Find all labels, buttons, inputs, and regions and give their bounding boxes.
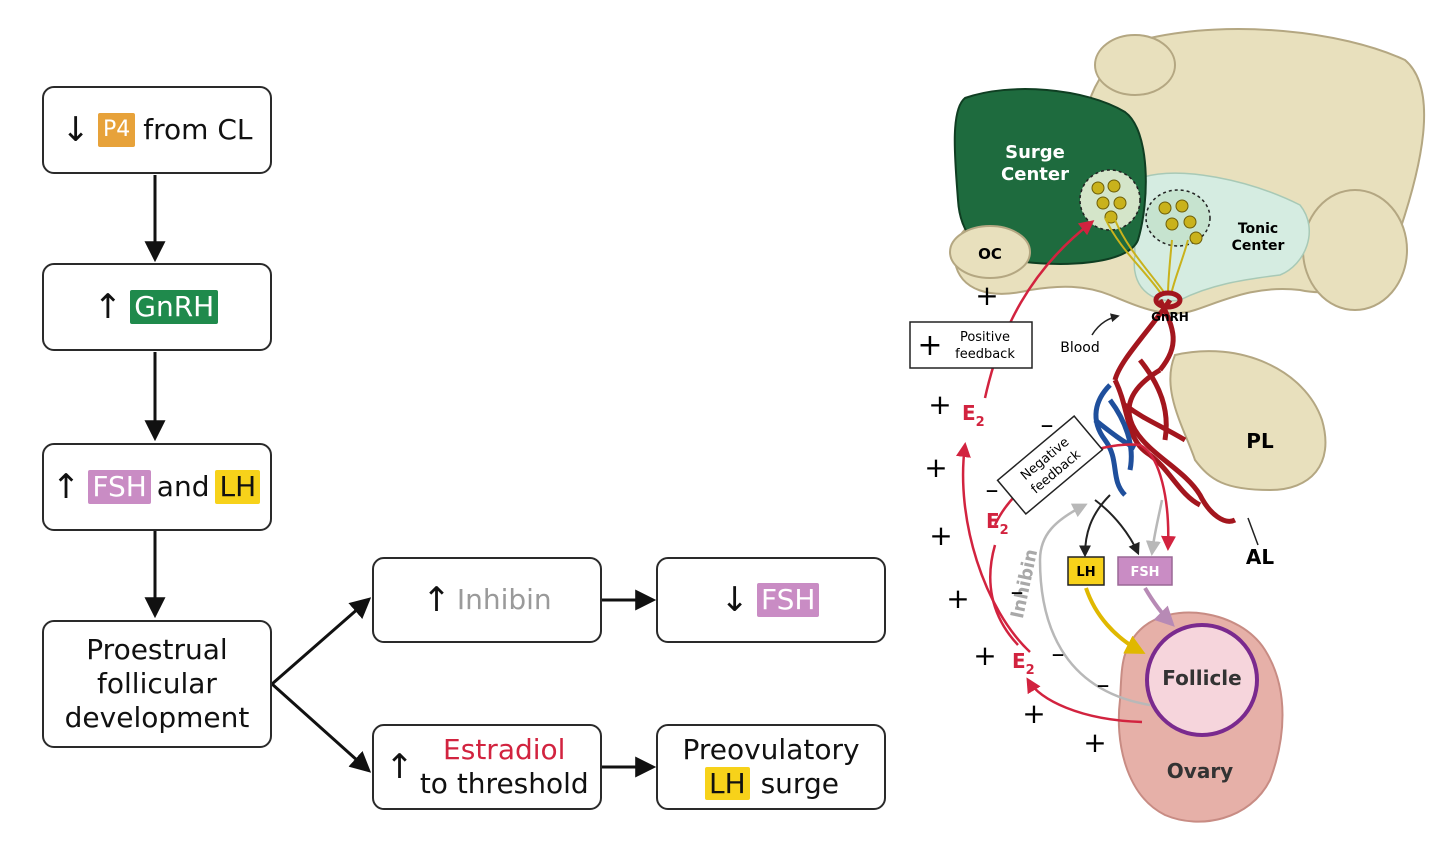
- follicle-shape: [1145, 623, 1259, 737]
- development-line-1: Proestrual: [86, 633, 228, 666]
- tonic-center-label-2: Center: [1232, 238, 1285, 254]
- blood-arrow: [1091, 313, 1120, 336]
- box-gnrh-rise: ↑ GnRH: [42, 263, 272, 351]
- pl-label: PL: [1246, 429, 1274, 453]
- plus-sign: +: [1022, 697, 1045, 730]
- ovary-label: Ovary: [1167, 759, 1233, 783]
- p4-tag: P4: [98, 113, 136, 147]
- posterior-lobe-shape: [1169, 350, 1327, 492]
- plus-sign: +: [946, 582, 969, 615]
- gnrh-tag: GnRH: [130, 290, 219, 324]
- e2-label-middle: E2: [986, 509, 1009, 538]
- oc-label: OC: [978, 245, 1002, 263]
- threshold-text: to threshold: [419, 767, 589, 800]
- up-arrow-icon: ↑: [385, 747, 414, 787]
- box-p4-text: from CL: [143, 113, 253, 146]
- box-fsh-decline: ↓ FSH: [656, 557, 886, 643]
- fsh-release-arrow-black: [1094, 499, 1140, 556]
- plus-sign: +: [1083, 726, 1106, 759]
- fsh-tag: FSH: [88, 470, 151, 504]
- arrow-development-to-inhibin: [271, 597, 372, 686]
- estradiol-text: Estradiol: [443, 733, 566, 766]
- fsh-to-follicle-arrow: [1143, 586, 1175, 627]
- fsh-release-arrow-gray: [1145, 499, 1164, 556]
- fsh-hormone-label: FSH: [1130, 565, 1159, 580]
- up-arrow-icon: ↑: [422, 580, 451, 620]
- down-arrow-icon: ↓: [720, 580, 750, 620]
- svg-text:E2: E2: [962, 401, 985, 430]
- positive-feedback-plus: +: [917, 328, 942, 363]
- fsh-hormone-box: [1117, 556, 1173, 586]
- surge-text: surge: [760, 767, 839, 800]
- optic-chiasm-shape: [949, 225, 1031, 279]
- portal-vessels-blue: [1093, 383, 1137, 497]
- positive-feedback-label-2: feedback: [955, 347, 1015, 362]
- minus-sign: –: [1011, 577, 1024, 607]
- plus-sign: +: [928, 388, 951, 421]
- e2-label-bottom: E2: [1012, 649, 1035, 678]
- e2-up-to-surge-arrow: [983, 220, 1095, 399]
- minus-sign: –: [1041, 410, 1054, 440]
- lh-tag: LH: [705, 767, 750, 800]
- al-pointer: [1247, 517, 1259, 546]
- lh-hormone-label: LH: [1076, 565, 1095, 580]
- svg-text:E2: E2: [1012, 649, 1035, 678]
- hypothalamus-lobe-right: [1302, 189, 1408, 311]
- positive-feedback-label-1: Positive: [960, 330, 1010, 345]
- minus-sign: –: [1097, 670, 1110, 700]
- down-arrow-icon: ↓: [61, 110, 91, 150]
- plus-sign: +: [929, 519, 952, 552]
- e2-to-surge-center-arrow: [955, 442, 1031, 653]
- minus-sign: –: [986, 475, 999, 505]
- lh-to-follicle-arrow: [1084, 587, 1146, 654]
- inhibin-arrow: [1038, 503, 1151, 707]
- box-estradiol-threshold: ↑ Estradiol to threshold: [372, 724, 602, 810]
- and-text: and: [156, 470, 210, 503]
- lh-release-arrow: [1079, 494, 1111, 558]
- al-label: AL: [1246, 545, 1274, 569]
- lh-hormone-box: [1067, 556, 1105, 586]
- e2-label-top: E2: [962, 401, 985, 430]
- blood-label: Blood: [1060, 340, 1100, 356]
- minus-sign: –: [1052, 639, 1065, 669]
- plus-sign: +: [975, 279, 998, 312]
- plus-sign: +: [924, 451, 947, 484]
- box-fsh-lh-rise: ↑ FSH and LH: [42, 443, 272, 531]
- surge-neuron-cluster: [1079, 169, 1141, 231]
- lh-tag: LH: [215, 470, 261, 504]
- positive-feedback-arrow: [1026, 677, 1143, 724]
- up-arrow-icon: ↑: [51, 467, 81, 507]
- positive-feedback-box: [909, 321, 1033, 369]
- fsh-tag: FSH: [757, 583, 820, 617]
- up-arrow-icon: ↑: [93, 287, 123, 327]
- development-line-3: development: [64, 701, 250, 734]
- surge-center-label-2: Center: [1001, 164, 1069, 185]
- svg-text:E2: E2: [986, 509, 1009, 538]
- box-lh-surge: Preovulatory LH surge: [656, 724, 886, 810]
- e2-lower-loop: [989, 544, 1019, 646]
- tonic-center-label-1: Tonic: [1238, 221, 1278, 237]
- gnrh-vessel-label: GnRH: [1151, 310, 1189, 324]
- tonic-neuron-cluster: [1145, 189, 1211, 247]
- box-inhibin-rise: ↑ Inhibin: [372, 557, 602, 643]
- inhibin-text: Inhibin: [456, 583, 552, 616]
- plus-sign: +: [973, 639, 996, 672]
- follicle-label: Follicle: [1162, 666, 1241, 690]
- box-follicular-development: Proestrual follicular development: [42, 620, 272, 748]
- hypothalamus-lobe-top: [1094, 34, 1176, 96]
- arrow-development-to-estradiol: [270, 682, 372, 773]
- surge-center-label-1: Surge: [1005, 142, 1065, 163]
- box-p4-decline: ↓ P4 from CL: [42, 86, 272, 174]
- development-line-2: follicular: [97, 667, 217, 700]
- preovulatory-text: Preovulatory: [682, 733, 860, 766]
